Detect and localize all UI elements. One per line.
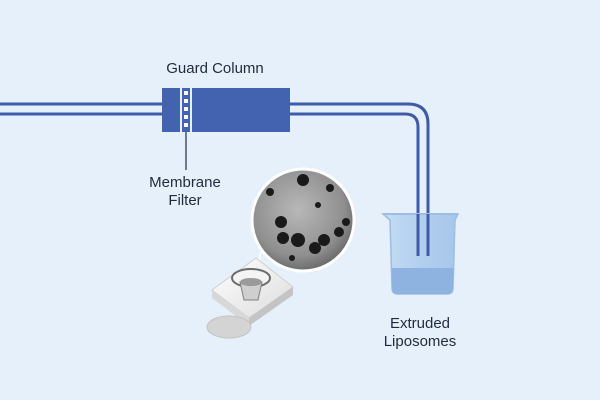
- extruded-liposomes-label-line1: Extruded: [389, 315, 451, 332]
- inlet-tubing: [0, 102, 162, 116]
- membrane-filter-marks: [184, 91, 188, 127]
- liposome-liquid: [391, 268, 454, 294]
- extruded-liposomes-label: Extruded Liposomes: [360, 315, 480, 351]
- membrane-filter-label: Membrane Filter: [125, 174, 245, 210]
- beaker: [380, 213, 460, 295]
- extruded-liposomes-label-line2: Liposomes: [383, 333, 457, 350]
- liposome-micrograph: [250, 167, 356, 273]
- filter-holder: [211, 257, 294, 326]
- guard-column-label: Guard Column: [166, 60, 264, 77]
- guard-column: [162, 88, 290, 132]
- membrane-filter-label-line2: Filter: [168, 192, 202, 209]
- filter-disc: [206, 315, 252, 339]
- membrane-filter-label-line1: Membrane: [149, 174, 221, 191]
- outlet-tubing: [290, 102, 430, 255]
